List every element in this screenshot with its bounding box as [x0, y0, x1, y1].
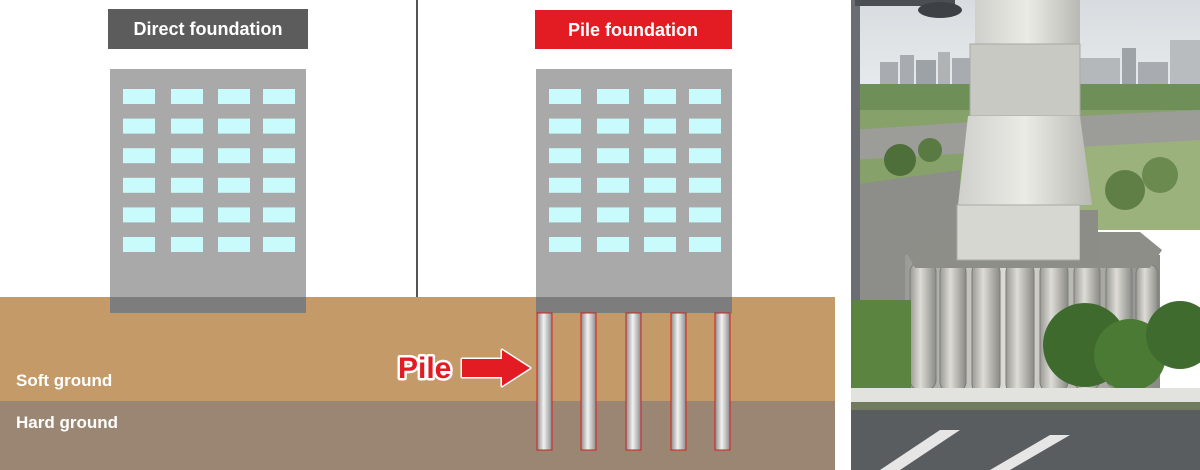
pile-building-window — [689, 118, 721, 134]
pile-building-window — [597, 148, 629, 164]
pile-foundation-title: Pile foundation — [568, 20, 698, 40]
pile-building-window — [689, 237, 721, 252]
direct-building-window — [263, 148, 295, 164]
direct-building-window — [123, 207, 155, 223]
pile-2 — [580, 312, 597, 451]
direct-building-window — [263, 89, 295, 104]
direct-building-windows — [123, 89, 295, 252]
soft-ground-label: Soft ground — [16, 371, 112, 390]
pile-building-window — [597, 237, 629, 252]
direct-building-window — [218, 237, 250, 252]
pile-building-base — [536, 297, 732, 313]
pile-building-window — [644, 177, 676, 193]
pile-building-window — [549, 237, 581, 252]
direct-building-window — [123, 148, 155, 164]
direct-building-window — [123, 89, 155, 104]
pile-building-window — [597, 177, 629, 193]
pile-building-window — [689, 177, 721, 193]
pile-arrow-icon — [460, 348, 532, 388]
direct-building-window — [263, 207, 295, 223]
soft-ground-layer — [0, 297, 835, 401]
direct-building-window — [171, 237, 203, 252]
bridge-pier-photo — [851, 0, 1200, 470]
direct-building-window — [171, 177, 203, 193]
direct-building-base — [110, 297, 306, 313]
pile-building-window — [549, 89, 581, 104]
pile-foundation-title-box — [535, 10, 732, 49]
direct-building-window — [263, 118, 295, 134]
pile-5 — [714, 312, 731, 451]
direct-building-window — [218, 177, 250, 193]
direct-building-window — [123, 118, 155, 134]
pile-1 — [536, 312, 553, 451]
direct-building-window — [171, 118, 203, 134]
direct-foundation-title: Direct foundation — [134, 19, 283, 39]
pile-building-window — [549, 148, 581, 164]
pile-4 — [670, 312, 687, 451]
bridge-pier-column — [956, 0, 1098, 265]
pile-building-window — [644, 118, 676, 134]
pile-label: Pile — [398, 352, 451, 385]
pile-building-window — [597, 207, 629, 223]
direct-building — [110, 69, 306, 313]
pile-building-window — [644, 148, 676, 164]
direct-building-window — [123, 177, 155, 193]
direct-building-window — [171, 207, 203, 223]
pile-3 — [625, 312, 642, 451]
direct-building-window — [171, 89, 203, 104]
direct-building-window — [218, 118, 250, 134]
direct-building-window — [123, 237, 155, 252]
pile-building-window — [689, 89, 721, 104]
direct-foundation-title-box — [108, 9, 308, 49]
pile-building-window — [597, 89, 629, 104]
direct-building-window — [263, 237, 295, 252]
pile-building-window — [597, 118, 629, 134]
direct-building-window — [218, 207, 250, 223]
piles — [536, 312, 731, 451]
distant-buildings — [880, 40, 1200, 86]
direct-building-window — [171, 148, 203, 164]
pile-building — [536, 69, 732, 313]
hard-ground-layer — [0, 401, 835, 470]
pile-building-window — [549, 207, 581, 223]
direct-building-window — [263, 177, 295, 193]
direct-building-window — [218, 148, 250, 164]
pile-building-window — [549, 177, 581, 193]
pile-building-window — [689, 148, 721, 164]
pile-building-window — [644, 89, 676, 104]
pile-building-window — [689, 207, 721, 223]
pile-building-windows — [549, 89, 721, 252]
pile-building-window — [644, 207, 676, 223]
pile-building-window — [549, 118, 581, 134]
hard-ground-label: Hard ground — [16, 413, 118, 432]
pile-building-window — [644, 237, 676, 252]
direct-building-window — [218, 89, 250, 104]
